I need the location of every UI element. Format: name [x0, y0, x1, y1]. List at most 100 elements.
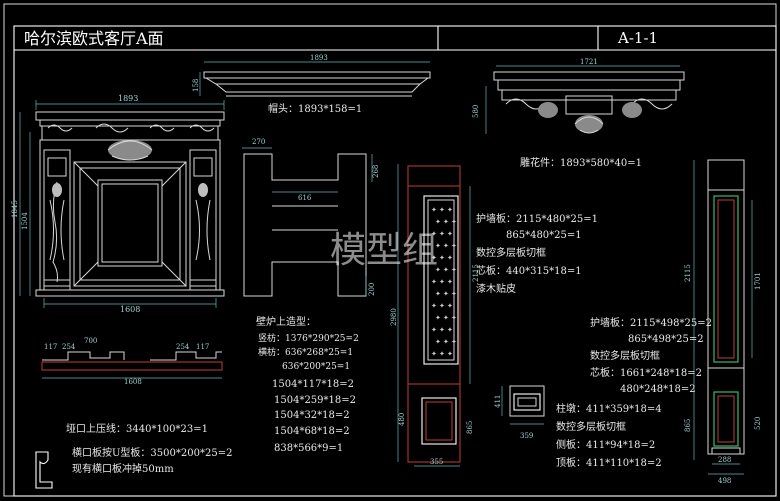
left-note-2: 865*480*25=1	[506, 230, 582, 241]
frame-note-8: 838*566*9=1	[274, 443, 343, 454]
plinth-depth-dim: 411	[494, 395, 502, 408]
plan-dim-d: 117	[196, 343, 209, 351]
panel-dot: ✦	[451, 290, 457, 298]
moulding-note-3: 现有横口板冲掉50mm	[72, 462, 174, 475]
plinth-width-dim: 359	[520, 432, 533, 440]
panel-dot: ✦	[439, 254, 445, 262]
panel-dot: ✦	[439, 230, 445, 238]
moulding-note-2: 横口板按U型板：3500*200*25=2	[72, 446, 232, 459]
frame-dim-616: 616	[298, 194, 312, 202]
frame-dim-200: 200	[368, 283, 376, 296]
panel-dot: ✦	[447, 278, 453, 286]
carving-elevation: 1721 580	[472, 58, 685, 134]
plan-dim-b: 254	[62, 343, 76, 351]
cap-height-dim: 158	[192, 79, 200, 92]
frame-note-6: 1504*32*18=2	[274, 410, 350, 421]
plan-dim-c: 700	[84, 337, 97, 345]
panel-dot: ✦	[439, 206, 445, 214]
left-note-3: 数控多层板切框	[476, 246, 546, 259]
panel-dot: ✦	[439, 278, 445, 286]
fireplace-plan-section: 117 254 700 117 254 1608	[41, 337, 223, 386]
right-note-5: 480*248*18=2	[620, 384, 696, 395]
panel-dot: ✦	[443, 290, 449, 298]
panel-dot: ✦	[439, 302, 445, 310]
panel-dot: ✦	[451, 266, 457, 274]
fireplace-height-inner-dim: 1504	[21, 212, 29, 230]
panel-dot: ✦	[447, 350, 453, 358]
panel-dot: ✦	[431, 350, 437, 358]
frame-note-7: 1504*68*18=2	[274, 426, 350, 437]
cap-label: 帽头：1893*158=1	[268, 102, 362, 115]
right-column-2115-dim: 2115	[684, 264, 692, 282]
cap-width-dim: 1893	[310, 54, 328, 62]
panel-dot: ✦	[431, 278, 437, 286]
fireplace-width-dim: 1893	[118, 94, 138, 103]
right-column-498-dim: 498	[718, 477, 731, 485]
plinth-plan: 411 359	[494, 385, 545, 440]
watermark-text: 模型组	[330, 230, 438, 271]
plan-dim-a: 117	[44, 343, 57, 351]
panel-dot: ✦	[447, 302, 453, 310]
overmantel-frame: 270 268 616 200	[242, 138, 380, 297]
sheet-title: 哈尔滨欧式客厅A面	[24, 29, 164, 48]
left-note-5: 漆木贴皮	[476, 282, 516, 295]
frame-dim-270: 270	[252, 138, 265, 146]
panel-dot-pattern: ✦✦✦✦✦✦✦✦✦✦✦✦✦✦✦✦✦✦✦✦✦✦✦✦✦✦✦✦✦✦✦✦✦✦✦✦✦✦✦	[431, 206, 457, 358]
plan-width-dim: 1608	[124, 378, 142, 386]
moulding-profile	[35, 451, 53, 489]
panel-dot: ✦	[443, 218, 449, 226]
left-column-480-dim: 480	[398, 413, 406, 426]
panel-dot: ✦	[435, 338, 441, 346]
panel-dot: ✦	[447, 326, 453, 334]
right-column-520-dim: 520	[754, 417, 762, 430]
plan-dim-e: 254	[176, 343, 190, 351]
carving-width-dim: 1721	[580, 58, 598, 66]
frame-note-5: 1504*259*18=2	[274, 395, 356, 406]
left-column-width-dim: 355	[430, 458, 443, 466]
left-column-865-dim: 865	[466, 421, 474, 434]
sheet-frame	[3, 3, 777, 497]
panel-dot: ✦	[431, 230, 437, 238]
panel-dot: ✦	[431, 206, 437, 214]
right-note-1: 护墙板：2115*498*25=2	[590, 316, 712, 329]
right-note-4: 芯板：1661*248*18=2	[590, 366, 702, 379]
frame-note-3: 636*200*25=1	[282, 362, 350, 372]
right-column-1701-dim: 1701	[754, 272, 762, 290]
panel-dot: ✦	[435, 218, 441, 226]
panel-dot: ✦	[443, 314, 449, 322]
carving-label: 雕花件：1893*580*40=1	[520, 156, 642, 169]
right-note-8: 侧板：411*94*18=2	[556, 438, 655, 451]
panel-dot: ✦	[443, 242, 449, 250]
panel-dot: ✦	[431, 326, 437, 334]
panel-dot: ✦	[439, 350, 445, 358]
panel-dot: ✦	[443, 266, 449, 274]
panel-dot: ✦	[431, 254, 437, 262]
right-note-3: 数控多层板切框	[590, 349, 660, 362]
right-column-865-dim: 865	[684, 419, 692, 432]
panel-dot: ✦	[451, 338, 457, 346]
carving-height-dim: 580	[472, 105, 480, 118]
frame-notes-title: 壁炉上造型：	[256, 315, 316, 328]
cap-elevation: 1893 158	[192, 54, 431, 97]
fireplace-elevation: 1893 1845 1504	[11, 94, 225, 314]
panel-dot: ✦	[435, 242, 441, 250]
frame-note-2: 横枋：636*268*25=1	[258, 346, 353, 358]
right-note-7: 数控多层板切框	[556, 420, 626, 433]
right-column-288-dim: 288	[718, 456, 731, 464]
panel-dot: ✦	[431, 302, 437, 310]
panel-dot: ✦	[447, 254, 453, 262]
panel-dot: ✦	[439, 326, 445, 334]
panel-dot: ✦	[435, 314, 441, 322]
fireplace-base-width-dim: 1608	[120, 305, 140, 314]
frame-dim-268: 268	[372, 165, 380, 178]
left-column-upper-dim: 2115	[472, 264, 480, 282]
right-note-9: 顶板：411*110*18=2	[556, 456, 662, 469]
panel-dot: ✦	[443, 338, 449, 346]
fireplace-height-total-dim: 1845	[11, 200, 19, 218]
panel-dot: ✦	[447, 206, 453, 214]
panel-dot: ✦	[435, 290, 441, 298]
left-note-4: 芯板：440*315*18=1	[476, 264, 582, 277]
sheet-code: A-1-1	[617, 29, 658, 47]
left-note-1: 护墙板：2115*480*25=1	[476, 212, 598, 225]
